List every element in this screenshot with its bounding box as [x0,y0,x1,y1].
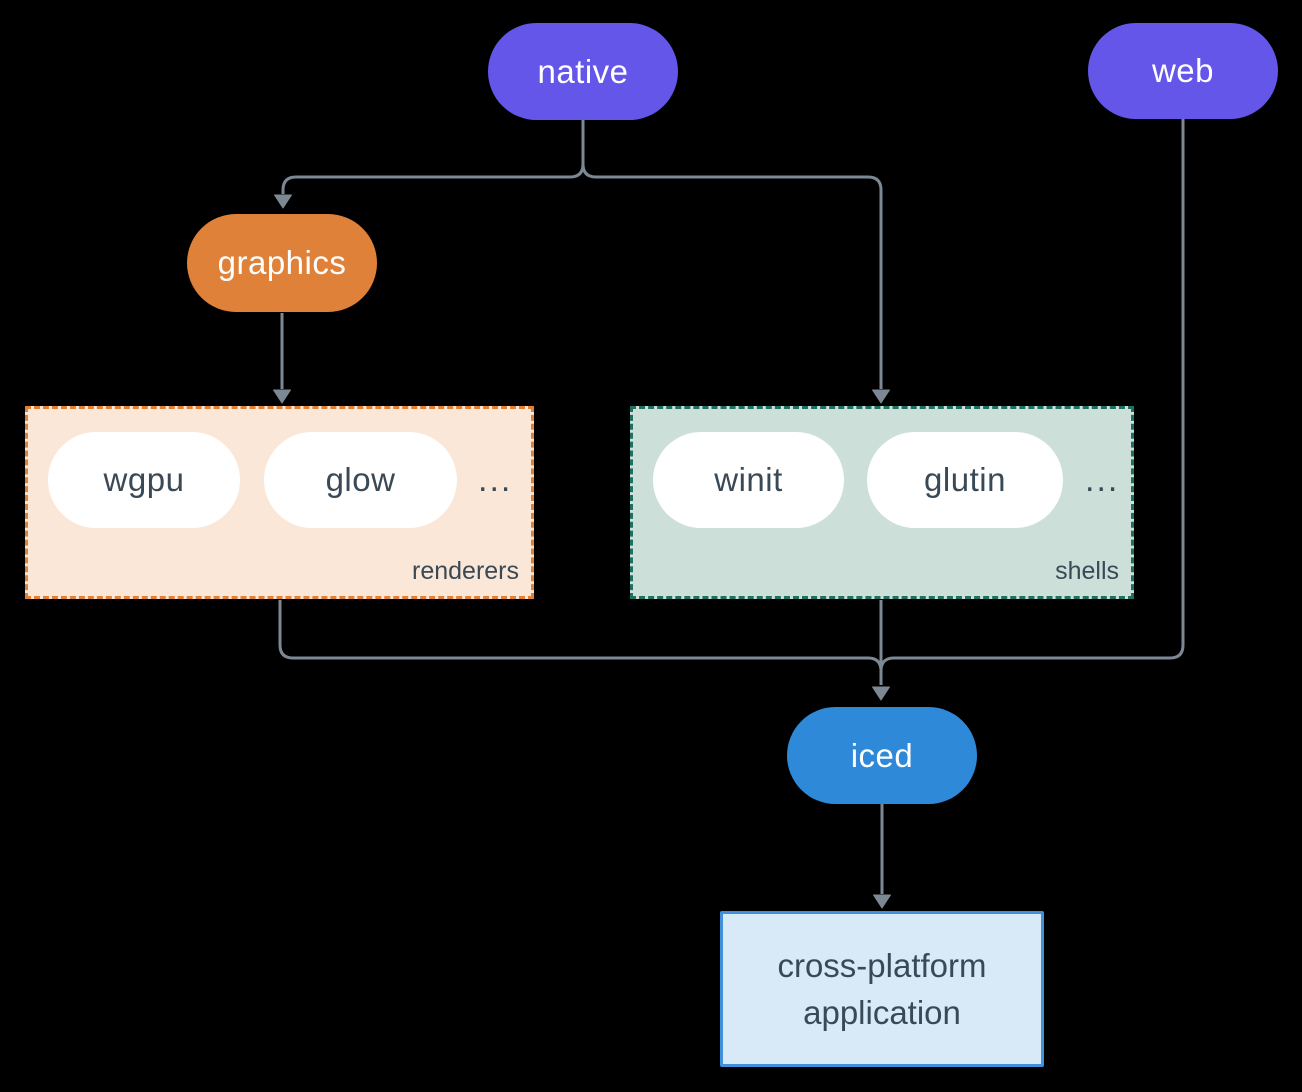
renderers-group-label: renderers [412,557,519,585]
node-wgpu-label: wgpu [103,461,185,498]
node-iced: iced [787,707,977,804]
edge-renderers-to-iced [278,600,883,684]
node-web: web [1088,23,1278,119]
application-label-line2: application [803,994,961,1031]
application-label-line1: cross-platform [777,947,987,984]
shells-ellipsis: ... [1085,461,1120,499]
node-native-label: native [537,52,629,90]
edge-native-to-graphics [281,120,585,194]
arrowhead-application [873,894,891,909]
node-graphics-label: graphics [217,244,347,281]
node-iced-label: iced [850,736,914,774]
arrowhead-iced [872,686,890,701]
node-web-label: web [1151,52,1215,89]
node-winit: winit [653,432,844,528]
node-glutin-label: glutin [924,461,1006,498]
arrowhead-graphics [274,194,292,209]
arrowhead-renderers [273,389,291,404]
node-winit-label: winit [714,461,783,498]
group-renderers: wgpu glow ... renderers [25,406,534,599]
node-wgpu: wgpu [48,432,240,528]
node-glow-label: glow [325,461,396,498]
group-shells: winit glutin ... shells [630,406,1134,599]
renderers-ellipsis: ... [478,461,513,499]
shells-group-label: shells [1055,557,1119,585]
node-glutin: glutin [867,432,1063,528]
node-native: native [488,23,678,120]
node-glow: glow [264,432,457,528]
node-graphics: graphics [187,214,377,312]
edge-native-to-shells [581,163,883,389]
node-cross-platform-application: cross-platform application [720,911,1044,1067]
arrowhead-shells [872,389,890,404]
